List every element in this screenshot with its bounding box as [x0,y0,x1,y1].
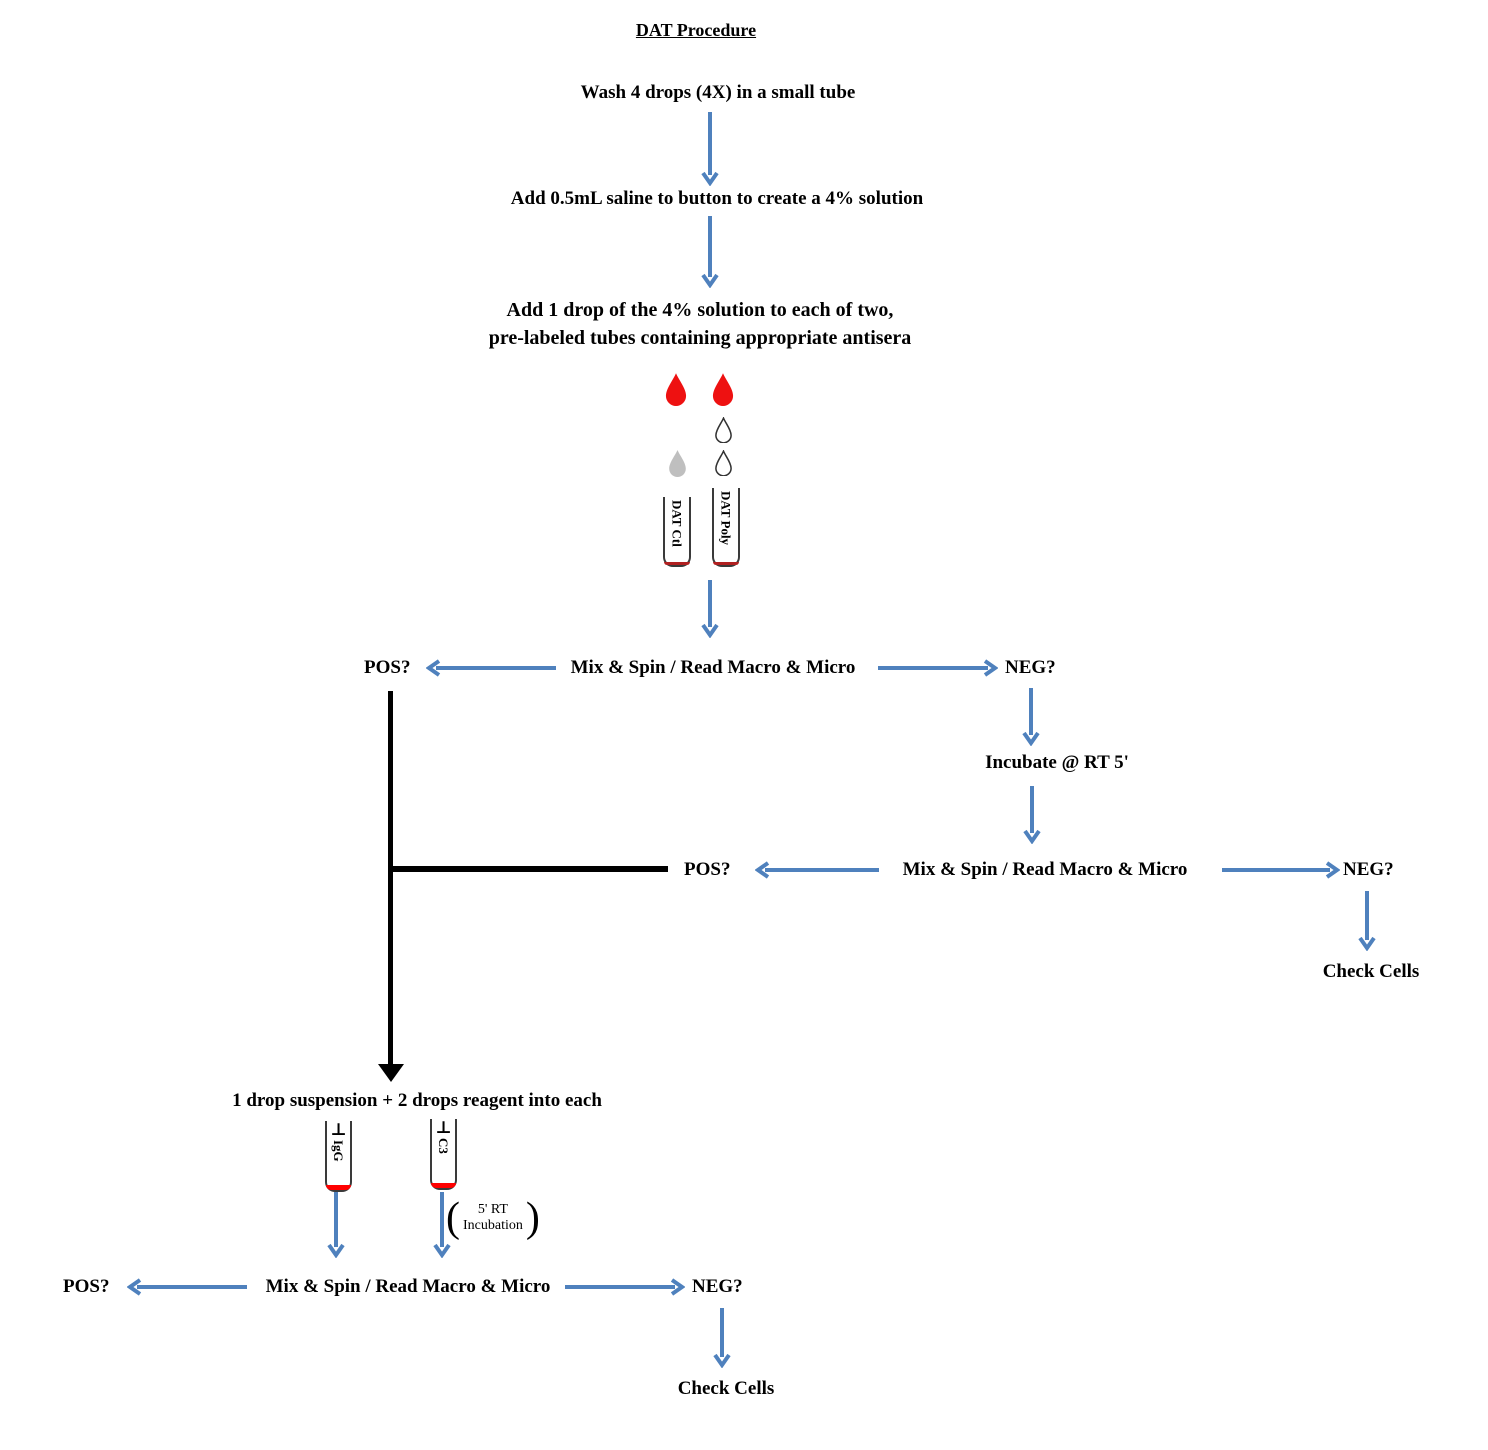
neg-label-2: NEG? [1343,859,1394,880]
tube-c3-label: C3 [436,1138,451,1154]
step-add-antisera-line1: Add 1 drop of the 4% solution to each of… [506,299,894,321]
gray-drop-icon [669,450,686,477]
blood-drop-icon [665,373,687,406]
tube-bottom-stripe [431,1183,456,1188]
pos-branch-arrowhead-icon [378,1064,404,1082]
tube-anti-c3: ⊥ C3 [430,1119,457,1190]
incubation-note-line2: Incubation [463,1218,523,1233]
tube-bottom-stripe [713,562,739,565]
incubation-note: ( 5' RT Incubation ) [446,1195,540,1241]
tube-dat-ctl-label: DAT Ctl [669,500,685,547]
arrow-right-icon [878,659,998,677]
check-cells-2: Check Cells [677,1378,775,1399]
pos-branch-line-vertical [388,691,393,1066]
blood-drop-icon [712,373,734,406]
step-add-antisera-line2: pre-labeled tubes containing appropriate… [488,327,912,349]
step-suspension: 1 drop suspension + 2 drops reagent into… [232,1090,602,1111]
arrow-down-icon [327,1192,345,1258]
arrow-left-icon [127,1278,247,1296]
arrow-down-icon [701,580,719,638]
arrow-right-icon [1222,861,1340,879]
neg-label-1: NEG? [1005,657,1056,678]
pos-branch-line-horizontal [390,866,668,872]
mix-spin-1: Mix & Spin / Read Macro & Micro [570,657,856,678]
arrow-down-icon [701,216,719,288]
check-cells-1: Check Cells [1322,961,1420,982]
arrow-left-icon [426,659,556,677]
pos-label-2: POS? [684,859,731,880]
arrow-left-icon [755,861,879,879]
anti-symbol-icon: ⊥ [435,1118,452,1137]
open-paren: ( [446,1195,460,1241]
tube-dat-ctl: DAT Ctl [663,497,691,567]
mix-spin-3: Mix & Spin / Read Macro & Micro [265,1276,551,1297]
tube-igg-label: IgG [331,1140,346,1162]
close-paren: ) [525,1195,540,1241]
arrow-down-icon [433,1192,451,1258]
tube-bottom-stripe [664,562,690,565]
step-wash: Wash 4 drops (4X) in a small tube [580,82,856,103]
step-saline: Add 0.5mL saline to button to create a 4… [510,188,924,209]
tube-bottom-stripe [326,1185,351,1190]
arrow-down-icon [1023,786,1041,844]
pos-label-3: POS? [63,1276,110,1297]
step-incubate: Incubate @ RT 5' [985,752,1129,773]
mix-spin-2: Mix & Spin / Read Macro & Micro [902,859,1188,880]
incubation-note-text: 5' RT Incubation [463,1202,523,1234]
neg-label-3: NEG? [692,1276,743,1297]
incubation-note-line1: 5' RT [477,1202,508,1217]
anti-symbol-icon: ⊥ [330,1120,347,1139]
arrow-down-icon [713,1308,731,1368]
page-title: DAT Procedure [635,20,757,40]
step-add-antisera: Add 1 drop of the 4% solution to each of… [489,296,912,352]
tube-dat-poly-label: DAT Poly [718,491,734,546]
arrow-down-icon [701,112,719,186]
tube-anti-igg: ⊥ IgG [325,1121,352,1192]
tube-dat-poly: DAT Poly [712,488,740,567]
saline-drop-icon [715,417,732,443]
arrow-down-icon [1358,891,1376,951]
pos-label-1: POS? [364,657,411,678]
arrow-right-icon [565,1278,685,1296]
arrow-down-icon [1022,688,1040,746]
saline-drop-icon [715,450,732,476]
